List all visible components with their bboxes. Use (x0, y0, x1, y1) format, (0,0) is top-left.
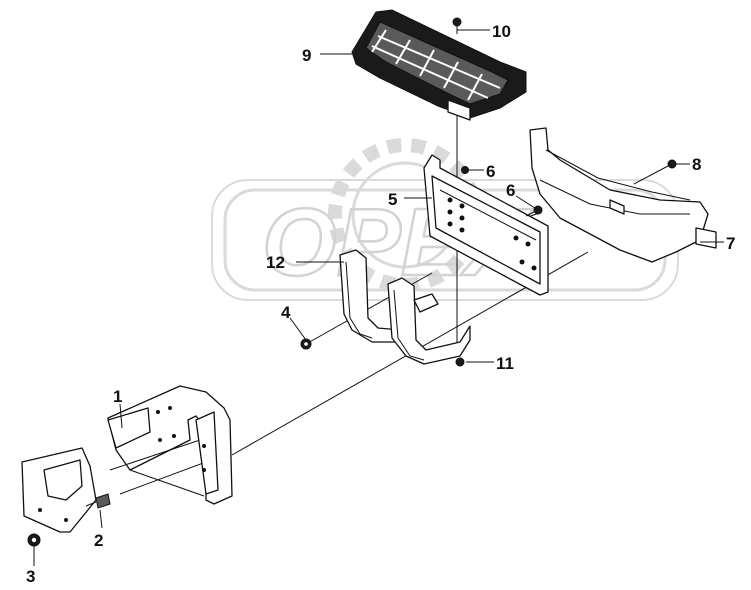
callout-label-9: 9 (302, 46, 311, 65)
step-tread-part (351, 9, 527, 121)
nut-part-4 (300, 338, 312, 350)
nut-part-3 (27, 533, 41, 547)
callout-label-6-upper: 6 (486, 162, 495, 181)
bolt-part-8 (633, 159, 677, 185)
leader-lines (33, 29, 724, 566)
callout-label-7: 7 (726, 234, 735, 253)
callout-labels: 1 2 3 4 5 6 6 7 8 9 10 11 12 (26, 22, 735, 586)
bolt-part-2 (85, 493, 111, 509)
step-hanger-part (339, 249, 471, 365)
callout-label-1: 1 (113, 387, 122, 406)
step-frame-part (21, 385, 233, 533)
side-fender-panel-part (529, 127, 717, 263)
mounting-bracket-part (423, 154, 549, 296)
callout-label-4: 4 (281, 303, 291, 322)
callout-label-10: 10 (492, 22, 511, 41)
callout-label-3: 3 (26, 567, 35, 586)
bolt-part-11 (455, 357, 465, 367)
callout-label-12: 12 (266, 253, 285, 272)
callout-label-11: 11 (496, 354, 514, 373)
callout-label-5: 5 (388, 190, 397, 209)
bolt-part-10 (452, 17, 462, 34)
callout-label-2: 2 (94, 531, 103, 550)
callout-label-8: 8 (692, 155, 701, 174)
callout-label-6-lower: 6 (506, 181, 515, 200)
